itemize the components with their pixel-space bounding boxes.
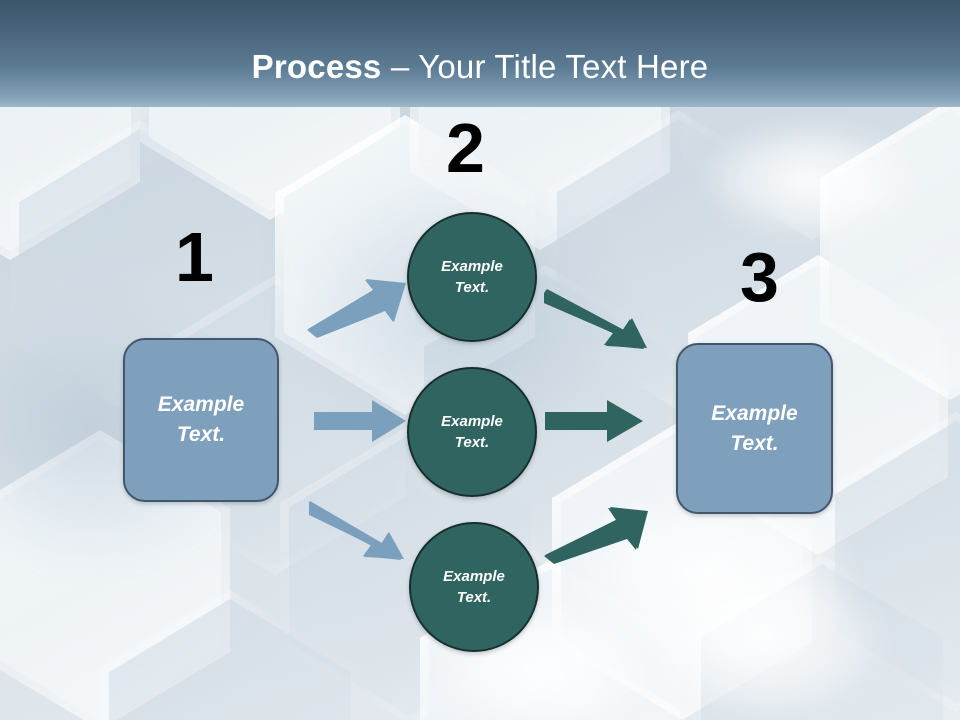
input-box-line2: Text. xyxy=(176,423,226,446)
step-number-1: 1 xyxy=(175,218,214,296)
output-box-line2: Text. xyxy=(730,431,779,455)
arrow-left-down xyxy=(309,501,404,560)
process-circle-bottom-line2: Text. xyxy=(456,589,492,606)
page-title-rest: – Your Title Text Here xyxy=(381,48,709,85)
input-box[interactable]: Example Text. xyxy=(123,338,279,502)
output-box-line1: Example xyxy=(711,401,798,425)
step-number-3: 3 xyxy=(740,238,779,316)
input-box-text: Example Text. xyxy=(158,390,244,450)
step-number-2: 2 xyxy=(446,109,485,187)
arrow-left-up xyxy=(307,279,406,338)
process-circle-bottom-line1: Example xyxy=(443,568,505,585)
process-circle-middle-line2: Text. xyxy=(454,434,490,451)
process-circle-bottom[interactable]: Example Text. xyxy=(409,522,539,652)
page-title-bold: Process xyxy=(251,48,382,85)
arrow-right-down xyxy=(544,289,647,349)
output-box-text: Example Text. xyxy=(711,399,797,459)
arrow-right-up xyxy=(544,507,648,564)
process-circle-top-line1: Example xyxy=(441,258,503,275)
process-circle-top[interactable]: Example Text. xyxy=(407,212,537,342)
process-circle-middle-text: Example Text. xyxy=(441,411,503,453)
page-title: Process – Your Title Text Here xyxy=(0,48,960,86)
process-circle-top-line2: Text. xyxy=(454,279,490,296)
output-box[interactable]: Example Text. xyxy=(676,343,833,514)
process-circle-top-text: Example Text. xyxy=(441,256,503,298)
arrow-left-middle xyxy=(314,400,406,442)
arrow-right-middle xyxy=(545,400,643,442)
process-circle-middle-line1: Example xyxy=(441,413,503,430)
process-circle-middle[interactable]: Example Text. xyxy=(407,367,537,497)
slide-header-bar: Process – Your Title Text Here xyxy=(0,0,960,107)
input-box-line1: Example xyxy=(157,393,245,416)
process-circle-bottom-text: Example Text. xyxy=(443,566,505,608)
